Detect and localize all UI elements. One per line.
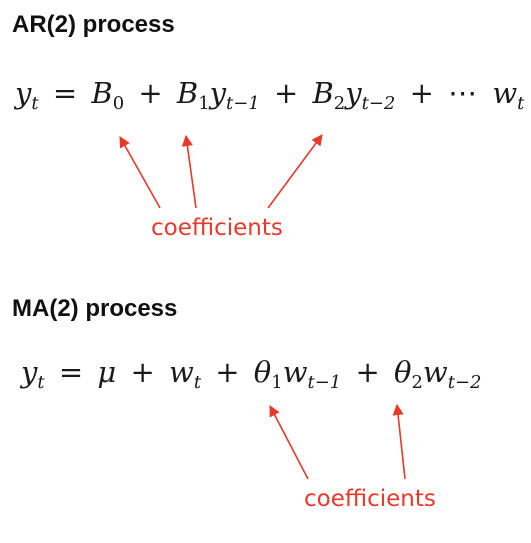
ma-arrow-theta2 <box>392 403 406 480</box>
ar-term-wt: wt <box>492 76 525 114</box>
ar-equals-sign: = <box>52 76 78 110</box>
ma-term-wt: wt <box>168 355 202 393</box>
ar-plus-sign: + <box>409 76 434 110</box>
ma-plus-sign: + <box>130 355 155 389</box>
ma-plus-sign: + <box>355 355 380 389</box>
ma-lhs: yt <box>21 355 45 393</box>
ar-plus-sign: + <box>138 76 163 110</box>
ar-process-heading: AR(2) process <box>12 11 175 38</box>
ar-equation: yt = B0 + B1yt−1 + B2yt−2 + ⋯ wt <box>15 76 525 114</box>
ar-lhs: yt <box>15 76 39 114</box>
ar-coefficients-label: coefficients <box>151 215 283 241</box>
ma-process-heading: MA(2) process <box>12 295 178 322</box>
ma-equals-sign: = <box>58 355 84 389</box>
ma-equation: yt = μ + wt + θ1wt−1 + θ2wt−2 <box>21 355 482 393</box>
ar-term-b2-y: B2yt−2 <box>312 76 396 114</box>
ma-plus-sign: + <box>215 355 240 389</box>
ma-term-theta2-w: θ2wt−2 <box>394 355 482 393</box>
ar-arrow-b2 <box>267 134 323 209</box>
ar-ellipsis: ⋯ <box>448 76 478 110</box>
ar-term-b0: B0 <box>91 76 125 114</box>
ar-arrow-b1 <box>181 134 197 209</box>
ma-coefficients-label: coefficients <box>304 486 436 512</box>
ar-plus-sign: + <box>273 76 299 110</box>
ma-arrow-theta1 <box>269 405 309 480</box>
ar-term-b1-y: B1yt−1 <box>176 76 260 114</box>
ar-arrow-b0 <box>119 136 161 209</box>
ma-term-mu: μ <box>97 355 117 389</box>
ma-term-theta1-w: θ1wt−1 <box>253 355 342 393</box>
